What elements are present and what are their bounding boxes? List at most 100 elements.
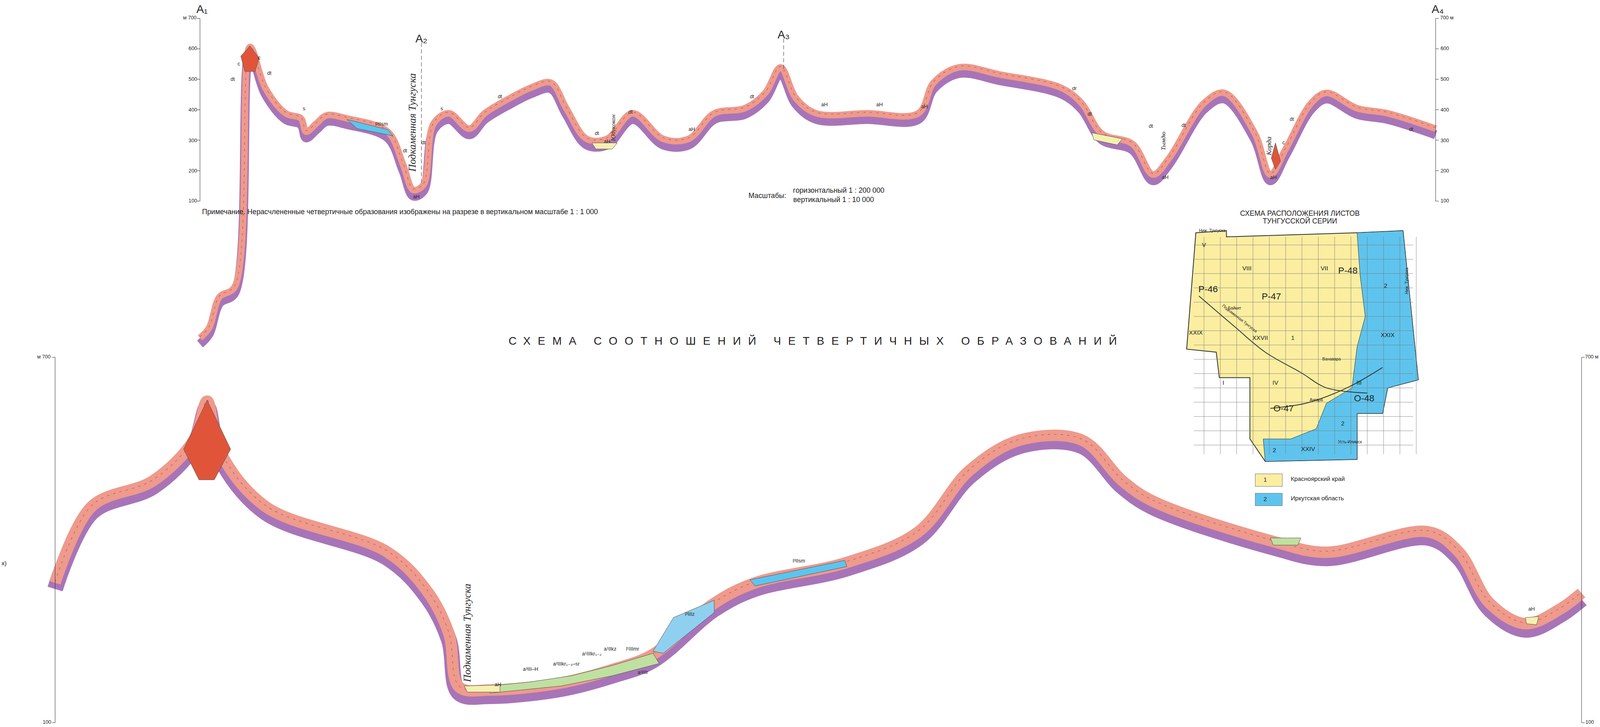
map-label: P-47 [1261, 290, 1281, 301]
map-label: 500 [188, 76, 198, 83]
map-label: Примечание. Нерасчлененные четвертичные … [201, 208, 598, 217]
map-label: Юдукокон [609, 114, 617, 141]
colluvium [183, 399, 231, 480]
section-mark [783, 38, 784, 72]
legend-swatch [1255, 473, 1283, 487]
map-label: м 700 [182, 15, 197, 22]
map-label: м 700 [37, 354, 51, 360]
map-label: dt [421, 140, 426, 146]
map-label: 400 [188, 107, 198, 114]
map-label: х) [1, 559, 7, 567]
map-label: O-47 [1273, 403, 1294, 414]
map-label: aH [688, 126, 696, 133]
map-label: l³IIIz [685, 611, 695, 618]
map-label: dt [230, 76, 236, 83]
elevation-axis [1581, 357, 1585, 723]
map-label: P-46 [1198, 283, 1218, 294]
map-label: 600 [188, 46, 198, 52]
map-label: O-48 [1354, 393, 1375, 404]
map-label: 100 [1585, 719, 1594, 726]
map-label: 1 [1290, 334, 1295, 342]
map-label: dt [1087, 111, 1093, 118]
hatch-line [54, 399, 1582, 690]
map-label: 400 [1440, 107, 1449, 114]
legend-text: Красноярский край [1290, 475, 1345, 483]
map-label: s [440, 106, 444, 112]
map-label: Подкаменная Тунгуска [461, 583, 474, 682]
elevation-axis [197, 18, 201, 201]
elevation-axis [52, 357, 56, 723]
map-label: aH [1162, 174, 1169, 181]
map-label: dt [1181, 122, 1186, 129]
map-label: XXVII [1252, 334, 1268, 342]
alluvial-fill [1091, 132, 1123, 145]
map-label: dt [1289, 116, 1295, 123]
map-label: Корда [1265, 136, 1274, 156]
map-label: l³IIsm [792, 558, 806, 564]
map-label: aH [920, 104, 928, 110]
map-label: 100 [42, 719, 52, 726]
map-label: aH [876, 102, 883, 108]
map-label: 1 [1263, 476, 1267, 484]
map-label: a¹IIIr [637, 669, 648, 676]
map-label: XXIX [1380, 331, 1395, 339]
map-label: 100 [188, 198, 198, 204]
map-label: VII [1320, 264, 1329, 272]
alluvial-terrace [489, 653, 659, 694]
map-label: a¹IIkz [603, 646, 617, 652]
map-label: dt [1148, 123, 1154, 130]
map-label: горизонтальный 1 : 200 000 [792, 187, 885, 195]
map-label: 2 [1263, 495, 1267, 503]
map-label: dt [1408, 126, 1414, 133]
map-label: 300 [188, 138, 198, 144]
map-label: dt [594, 130, 600, 137]
colluvium [240, 46, 259, 72]
map-label: aH [821, 102, 828, 108]
map-label: c [1282, 140, 1285, 146]
map-label: aH [603, 138, 611, 145]
map-label: s [302, 106, 306, 112]
map-label: Ангара [1309, 397, 1323, 403]
map-label: Ванавара [1322, 357, 1342, 362]
lake-lens [653, 599, 715, 653]
map-label: XXIV [1301, 445, 1316, 453]
map-label: dt [267, 70, 272, 77]
map-label: P-48 [1338, 265, 1358, 276]
map-label: aH [413, 194, 420, 200]
map-label: XXIX [1188, 329, 1203, 337]
map-label: Ниж. Тунгуска [1404, 267, 1410, 294]
map-label: 200 [188, 168, 198, 175]
map-label: 200 [1440, 168, 1449, 175]
map-label: IV [1272, 379, 1279, 387]
elevation-axis [1435, 18, 1439, 201]
map-label: dt [403, 148, 408, 154]
section-mark [421, 42, 422, 184]
map-label: aH [1528, 606, 1535, 612]
map-label: A₄ [1431, 2, 1444, 16]
map-label: aH [494, 681, 502, 688]
map-label: c [237, 61, 240, 68]
alluvial-fill [464, 684, 500, 692]
map-label: III [1356, 379, 1362, 387]
map-label: 500 [1440, 76, 1449, 83]
map-label: dt [497, 94, 503, 100]
map-label: A₂ [415, 32, 428, 46]
map-label: l¹IIImr [626, 646, 640, 652]
map-label: Ниж. Тунгуска [1198, 228, 1226, 233]
map-label: A₃ [777, 28, 790, 42]
map-label: a²IIIkr₁₋₃–sr [552, 661, 580, 667]
map-label: 2 [1341, 420, 1345, 427]
alluvial-fill [1525, 616, 1539, 625]
map-label: dr [1072, 86, 1077, 92]
map-label: I [1222, 379, 1225, 387]
legend-swatch [1255, 492, 1283, 506]
map-label: Подкаменная Тунгуска [406, 73, 419, 172]
map-label: Тымдю [1159, 131, 1167, 151]
lake-lens [750, 560, 848, 586]
map-label: 700 м [1440, 15, 1454, 22]
map-label: a¹IIIkr₁₋₂ [582, 651, 602, 657]
map-label: a³III–H [523, 666, 539, 673]
map-label: 2 [1272, 446, 1277, 454]
map-label: 100 [1440, 198, 1449, 204]
